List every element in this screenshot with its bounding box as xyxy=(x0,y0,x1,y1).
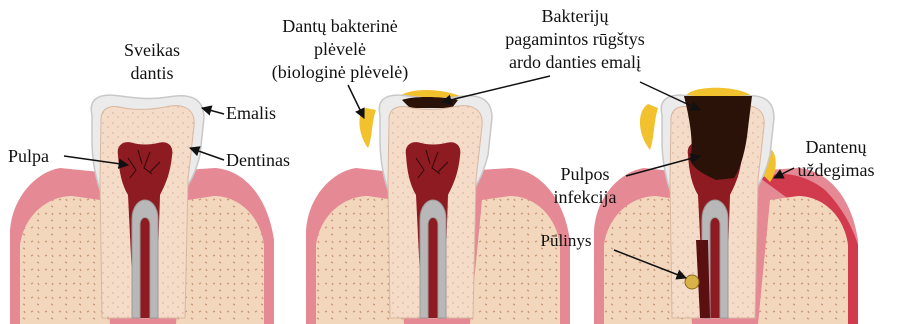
acid-arrow xyxy=(442,76,550,102)
gum-inflammation-label: Dantenų xyxy=(806,137,868,157)
jaw-bone xyxy=(20,196,110,324)
enamel-label: Emalis xyxy=(226,103,276,123)
acid-label: Bakterijų xyxy=(542,6,610,26)
acid-label: ardo danties emalį xyxy=(509,52,641,72)
pulp-label: Pulpa xyxy=(8,146,49,166)
plaque-label: (biologinė plėvelė) xyxy=(272,62,408,83)
jaw-bone xyxy=(176,196,264,324)
plaque-tooth xyxy=(306,90,570,324)
plaque-label: plėvelė xyxy=(314,39,366,59)
acid-label: pagamintos rūgštys xyxy=(505,29,645,49)
jaw-bone xyxy=(470,196,560,324)
healthy-tooth xyxy=(10,95,274,324)
abscess xyxy=(685,275,699,289)
jaw-bone xyxy=(758,196,848,324)
enamel-arrow xyxy=(202,108,224,114)
abscess-label: Pūlinys xyxy=(540,231,591,250)
healthy-tooth-label: dantis xyxy=(131,63,174,83)
pulp-infection-label: infekcija xyxy=(554,187,617,207)
dentin-label: Dentinas xyxy=(226,150,290,170)
decayed-tooth xyxy=(594,88,858,324)
plaque-label: Dantų bakterinė xyxy=(282,16,397,36)
enamel-decay-spot xyxy=(402,97,458,108)
plaque-arrow xyxy=(348,85,364,118)
healthy-tooth-label: Sveikas xyxy=(124,40,180,60)
gum-inflammation-label: uždegimas xyxy=(798,160,875,180)
plaque-deposit xyxy=(640,104,658,150)
pulp-infection-label: Pulpos xyxy=(560,164,609,184)
